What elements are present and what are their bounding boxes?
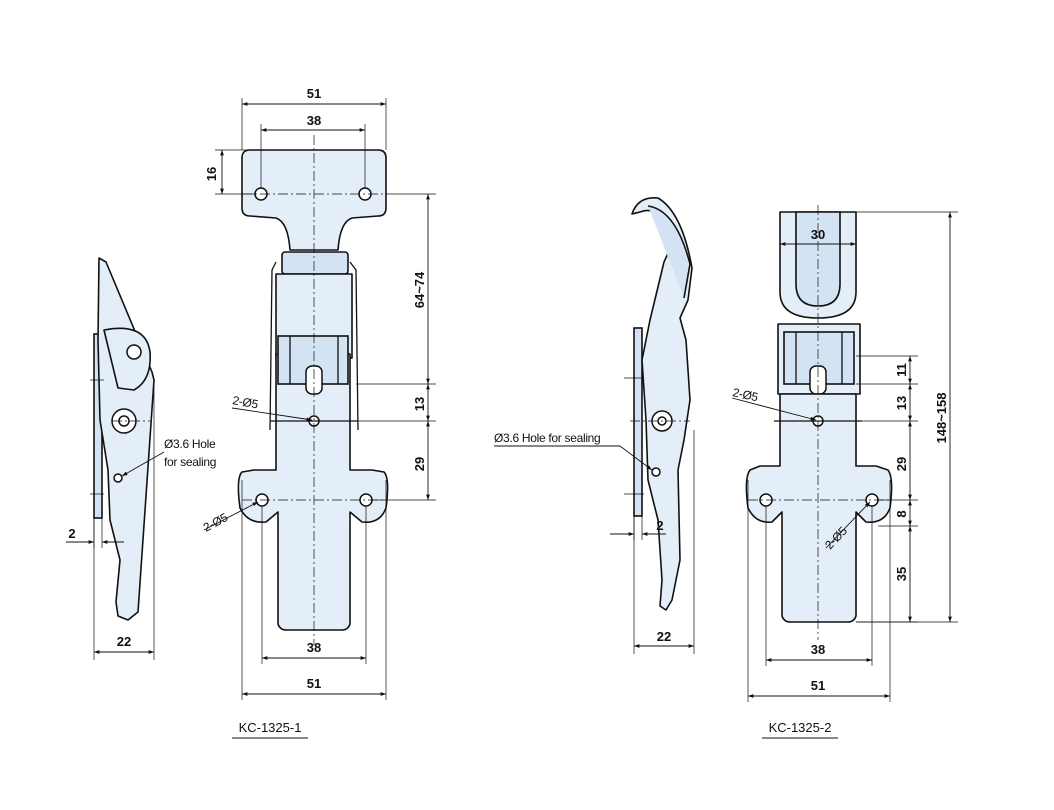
dim-left-lower-gap: 29 [412,457,427,471]
dim-left-bottom-outer: 51 [307,676,321,691]
label-right-seal-hole: Ø3.6 Hole for sealing [494,431,600,445]
dim-right-total-length: 148~158 [934,393,949,444]
label-left-seal-hole-2: for sealing [164,455,216,469]
dim-right-bottom-length: 35 [894,567,909,581]
dim-left-adjust-range: 64~74 [412,271,427,308]
dim-right-side-thickness: 2 [656,518,663,533]
dim-left-side-thickness: 2 [68,526,75,541]
kc-1325-2-side-view [624,197,693,611]
kc-1325-2-dimensions: 30 148~158 11 13 29 8 35 2-Ø5 2-Ø5 Ø3.6 … [494,211,958,702]
dim-left-pivot-gap: 13 [412,397,427,411]
dim-right-hole-gap: 8 [894,510,909,517]
label-left-seal-hole-1: Ø3.6 Hole [164,437,216,451]
kc-1325-2-front-view [745,205,893,640]
dim-right-bottom-outer: 51 [811,678,825,693]
dim-right-hook-width: 30 [811,227,825,242]
kc-1325-1-front-view [237,135,389,645]
label-left-holes-upper: 2-Ø5 [231,393,259,411]
dim-left-side-depth: 22 [117,634,131,649]
dim-left-top-inner: 38 [307,113,321,128]
label-left-holes-lower: 2-Ø5 [201,510,231,535]
kc-1325-1-dimensions: 51 38 16 64~74 13 29 2-Ø5 2-Ø5 Ø3.6 Hole… [66,86,436,700]
dim-right-bottom-inner: 38 [811,642,825,657]
dim-right-lower-gap: 29 [894,457,909,471]
dim-left-bottom-inner: 38 [307,640,321,655]
caption-kc-1325-2: KC-1325-2 [769,720,832,735]
dim-left-tab-height: 16 [204,167,219,181]
caption-kc-1325-1: KC-1325-1 [239,720,302,735]
dim-left-top-outer: 51 [307,86,321,101]
kc-1325-1-side-view [90,257,155,621]
dim-right-top-gap: 11 [894,363,909,377]
dim-right-side-depth: 22 [657,629,671,644]
label-right-holes-upper: 2-Ø5 [731,385,759,404]
dim-right-pivot-gap: 13 [894,396,909,410]
